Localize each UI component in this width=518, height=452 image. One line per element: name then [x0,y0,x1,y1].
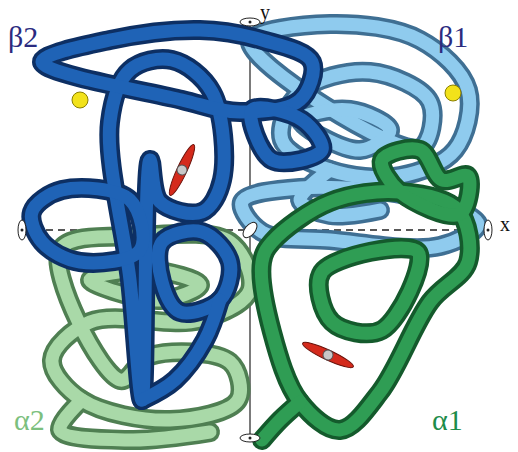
axis-ellipse [240,434,260,442]
ribbon-tube [262,402,300,440]
ribbon-tube [261,192,469,430]
alpha1-ribbon [261,149,469,440]
ribbon-tube [382,149,470,215]
ribbon-tube [251,108,323,162]
axis-label: x [500,214,510,234]
subunit-label: β1 [438,22,468,52]
axis-dot [249,437,252,440]
yellow-marker [445,85,461,101]
twofold-axis-symbol [18,220,26,240]
ribbon-tube [31,188,143,263]
axis-dot [487,229,490,232]
axis-dot [249,21,252,24]
axis-ellipse [240,18,260,26]
beta2-ribbon [31,30,322,400]
heme-group [166,143,199,198]
heme-plane [301,339,356,372]
twofold-axis-symbol [240,434,260,442]
ribbon-tube [262,402,300,440]
axis-ellipse [18,220,26,240]
iron-atom [321,348,334,361]
beta1-ribbon [242,24,478,248]
axis-ellipse [240,220,259,240]
ribbon-tube [261,192,469,430]
yellow-marker [72,92,88,108]
ribbon-tube [142,300,220,400]
twofold-axis-symbol [484,220,492,240]
subunit-label: α2 [14,405,45,435]
iron-atom [175,163,188,176]
heme-group [301,339,356,372]
axis-ellipse [484,220,492,240]
twofold-axis-symbol [240,18,260,26]
ribbon-tube [42,30,313,112]
ribbon-tube [319,248,420,333]
symmetry-axes [22,24,488,436]
subunit-label: α1 [432,405,463,435]
ribbon-tube [319,248,420,333]
subunit-label: β2 [8,22,38,52]
axis-label: y [260,2,270,22]
twofold-axis-symbol [240,220,259,240]
heme-plane [166,143,199,198]
axis-dot [21,229,24,232]
